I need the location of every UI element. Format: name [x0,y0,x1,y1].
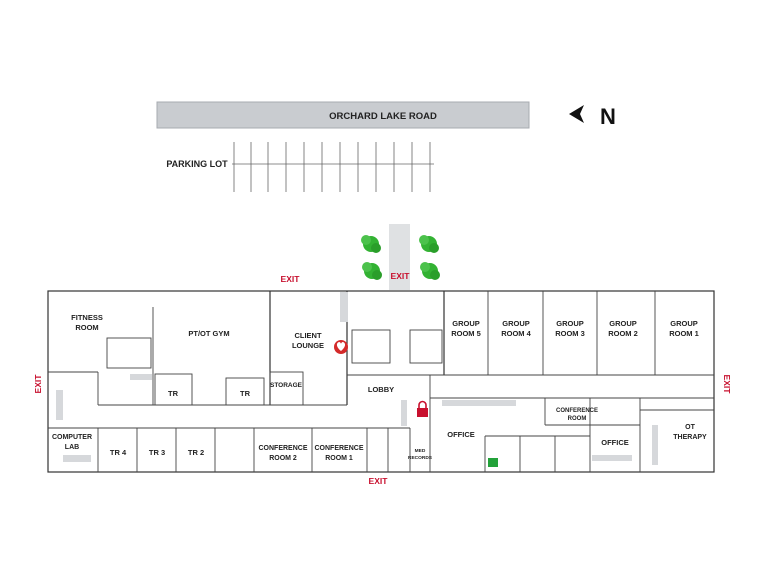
svg-text:ROOM 2: ROOM 2 [608,329,638,338]
exit-left: EXIT [33,374,43,394]
room-group-5: GROUP ROOM 5 [451,319,481,338]
room-computer-lab: COMPUTER LAB [52,434,92,451]
exit-bottom: EXIT [369,476,389,486]
svg-text:LAB: LAB [65,444,79,451]
svg-text:ROOM 4: ROOM 4 [501,329,531,338]
room-lobby: LOBBY [368,385,394,394]
svg-text:GROUP: GROUP [670,319,698,328]
svg-text:ROOM: ROOM [75,323,98,332]
room-group-3: GROUP ROOM 3 [555,319,585,338]
room-client-lounge: CLIENT LOUNGE [292,331,324,350]
interior-walls [48,291,714,472]
room-med-records: MED RECORDS [408,448,433,461]
svg-text:CONFERENCE: CONFERENCE [556,408,598,414]
tree-icon [361,235,381,253]
room-tr-4: TR 4 [110,448,127,457]
room-office-right: OFFICE [601,438,629,447]
fixtures [56,292,658,465]
parking-label: PARKING LOT [166,159,228,169]
room-ot-therapy: OT THERAPY [673,424,707,441]
room-conference-2: CONFERENCE ROOM 2 [258,445,307,462]
room-storage: STORAGE [270,382,303,389]
room-conference-small: CONFERENCE ROOM [556,408,598,422]
road: ORCHARD LAKE ROAD [156,101,530,129]
square-icon [488,458,498,467]
svg-text:ROOM 3: ROOM 3 [555,329,585,338]
svg-text:RECORDS: RECORDS [408,455,433,461]
room-tr-a: TR [168,389,179,398]
svg-text:CONFERENCE: CONFERENCE [258,445,307,452]
room-tr-3: TR 3 [149,448,165,457]
room-group-2: GROUP ROOM 2 [608,319,638,338]
room-fitness: FITNESS ROOM [71,313,103,332]
svg-text:ROOM 2: ROOM 2 [269,455,297,462]
road-name: ORCHARD LAKE ROAD [329,111,437,122]
entry-walkway [389,224,410,290]
room-group-4: GROUP ROOM 4 [501,319,531,338]
tree-icon [420,262,440,280]
heart-icon [334,340,348,354]
svg-text:GROUP: GROUP [556,319,584,328]
parking-lot: PARKING LOT [166,142,434,192]
exit-top-center: EXIT [391,271,411,281]
exit-right: EXIT [722,375,732,395]
room-tr-2: TR 2 [188,448,204,457]
room-office-left: OFFICE [447,430,475,439]
exit-top-left: EXIT [281,274,301,284]
svg-text:ROOM: ROOM [568,416,587,422]
svg-text:MED: MED [415,448,426,454]
svg-text:FITNESS: FITNESS [71,313,103,322]
svg-text:CONFERENCE: CONFERENCE [314,445,363,452]
svg-text:COMPUTER: COMPUTER [52,434,92,441]
svg-text:ROOM 1: ROOM 1 [325,455,353,462]
svg-text:ROOM 1: ROOM 1 [669,329,699,338]
svg-text:LOUNGE: LOUNGE [292,341,324,350]
svg-text:GROUP: GROUP [502,319,530,328]
tree-icon [362,262,382,280]
north-arrow-icon: N [569,104,616,129]
svg-text:THERAPY: THERAPY [673,434,707,441]
room-conference-1: CONFERENCE ROOM 1 [314,445,363,462]
room-pt-ot-gym: PT/OT GYM [188,329,229,338]
svg-text:OT: OT [685,424,695,431]
tree-icon [419,235,439,253]
lock-icon [417,400,428,417]
room-group-1: GROUP ROOM 1 [669,319,699,338]
svg-text:GROUP: GROUP [609,319,637,328]
svg-text:ROOM 5: ROOM 5 [451,329,481,338]
north-label: N [600,104,616,129]
svg-text:GROUP: GROUP [452,319,480,328]
svg-text:CLIENT: CLIENT [294,331,322,340]
room-tr-b: TR [240,389,251,398]
